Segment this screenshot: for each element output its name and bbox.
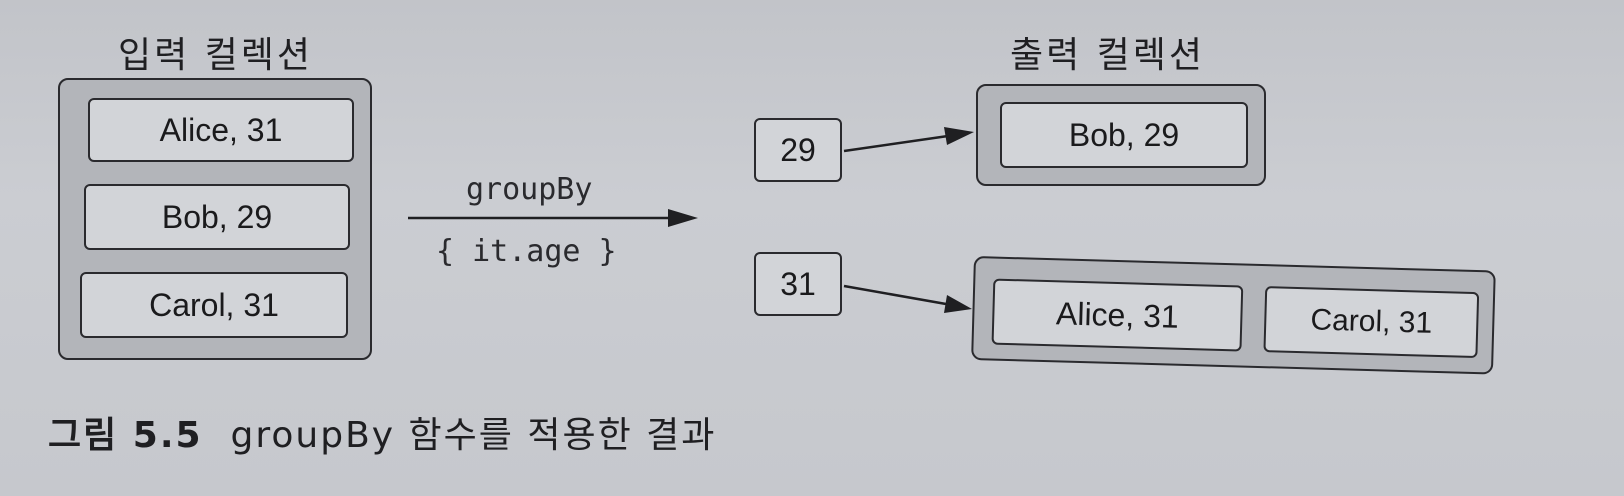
figure-number: 그림 5.5 <box>48 415 203 456</box>
input-item-carol: Carol, 31 <box>80 272 348 338</box>
output-group-29: Bob, 29 <box>976 84 1266 186</box>
input-item-alice: Alice, 31 <box>88 98 354 162</box>
figure-caption: 그림 5.5 groupBy 함수를 적용한 결과 <box>48 406 716 458</box>
input-item-bob: Bob, 29 <box>84 184 350 250</box>
input-collection-title: 입력 컬렉션 <box>118 35 314 76</box>
group-key-31: 31 <box>754 252 842 316</box>
input-collection: Alice, 31 Bob, 29 Carol, 31 <box>58 78 372 360</box>
groupby-arrow <box>408 209 698 227</box>
output-collection-title: 출력 컬렉션 <box>1010 35 1206 76</box>
output-item-bob: Bob, 29 <box>1000 102 1248 168</box>
arrow-key-29 <box>843 127 974 153</box>
groupby-label: groupBy <box>466 172 593 207</box>
group-key-29: 29 <box>754 118 842 182</box>
lambda-label: { it.age } <box>436 234 617 269</box>
caption-text: groupBy 함수를 적용한 결과 <box>230 415 717 456</box>
arrow-key-31 <box>843 284 972 313</box>
